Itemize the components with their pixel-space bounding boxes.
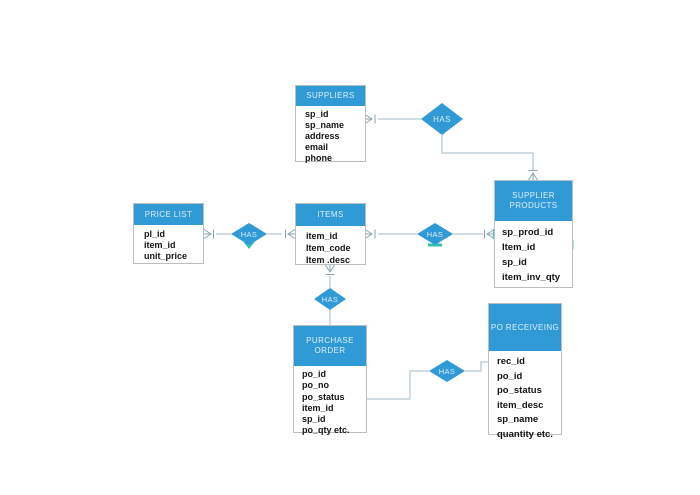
connector-has-supplier-products [441,135,534,170]
field: item_id [144,240,176,250]
diamond-icon [314,288,346,310]
field: sp_name [305,120,345,130]
handle-triangle-icon [243,242,255,249]
relationship-label: HAS [426,229,444,239]
field: Item_id [502,242,536,253]
field: pl_id [144,229,166,239]
diamond-icon [417,223,453,245]
field: Item .desc [306,255,351,265]
crow-foot-icon [528,170,538,181]
field: sp_id [502,257,527,268]
field: po_status [497,385,542,396]
entity-price-list[interactable]: PRICE LIST pl_id item_id unit_price [133,203,204,264]
field: item_id [306,231,338,241]
field: address [305,131,340,141]
field: sp_id [305,109,329,119]
entity-suppliers-header: SUPPLIERS [296,86,365,106]
crow-foot-icon [364,114,376,124]
entity-purchase-order-body: po_id po_no po_status item_id sp_id po_q… [294,366,366,437]
field: po_qty etc. [302,425,350,436]
entity-supplier-products-title: SUPPLIER PRODUCTS [509,191,558,210]
relationship-purchase-order-po-receiveing[interactable]: HAS [429,360,465,382]
entity-supplier-products-body: sp_prod_id Item_id sp_id item_inv_qty [495,221,572,285]
entity-items-header: ITEMS [296,204,365,226]
field: sp_id [302,414,326,425]
entity-purchase-order[interactable]: PURCHASE ORDER po_id po_no po_status ite… [293,325,367,435]
diamond-icon [429,360,465,382]
field: quantity etc. [497,428,553,440]
field: sp_name [497,414,539,425]
field: phone [305,153,332,163]
crow-foot-icon [325,264,335,275]
relationship-label: HAS [433,114,451,124]
crow-foot-icon [203,229,296,239]
entity-po-receiveing-body: rec_id po_id po_status item_desc sp_name… [489,351,561,442]
entity-po-receiveing-header: PO RECEIVEING [489,304,561,351]
relationship-label: HAS [321,294,339,304]
relationship-suppliers-supplier-products[interactable]: HAS [421,103,463,135]
field: po_status [302,391,345,402]
handle-dash-icon [428,243,442,247]
field: po_no [302,380,329,391]
entity-price-list-body: pl_id item_id unit_price [134,225,203,262]
entity-items-title: ITEMS [317,210,344,219]
connector-purchase-order-has-po-receiveing [367,361,488,400]
entity-po-receiveing-title: PO RECEIVEING [490,322,560,332]
relationship-pricelist-items[interactable]: HAS [231,223,267,245]
relationship-items-purchase-order[interactable]: HAS [314,288,346,310]
field: item_desc [497,399,544,411]
relationship-items-supplier-products[interactable]: HAS [417,223,453,245]
entity-price-list-title: PRICE LIST [144,209,193,219]
entity-supplier-products-header: SUPPLIER PRODUCTS [495,181,572,221]
field: po_id [497,370,523,382]
entity-supplier-products[interactable]: SUPPLIER PRODUCTS sp_prod_id Item_id sp_… [494,180,573,288]
relationship-label: HAS [240,229,258,239]
entity-purchase-order-title: PURCHASE ORDER [306,336,354,355]
relationship-label: HAS [438,366,456,376]
field: item_id [302,402,334,413]
entity-po-receiveing[interactable]: PO RECEIVEING rec_id po_id po_status ite… [488,303,562,440]
diamond-icon [231,223,267,245]
entity-items-body: item_id Item_code Item .desc [296,226,365,266]
entity-suppliers-body: sp_id sp_name address email phone [296,106,365,164]
field: sp_prod_id [502,227,554,238]
field: Item_code [306,243,351,253]
entity-price-list-header: PRICE LIST [134,204,203,225]
field: rec_id [497,356,525,367]
field: item_inv_qty [502,272,561,283]
field: po_id [302,369,326,379]
field: unit_price [144,251,188,261]
entity-items[interactable]: ITEMS item_id Item_code Item .desc [295,203,366,265]
field: email [305,142,329,152]
entity-suppliers-title: SUPPLIERS [306,91,355,100]
entity-suppliers[interactable]: SUPPLIERS sp_id sp_name address email ph… [295,85,366,164]
entity-purchase-order-header: PURCHASE ORDER [294,326,366,366]
crow-foot-icon [364,229,495,239]
